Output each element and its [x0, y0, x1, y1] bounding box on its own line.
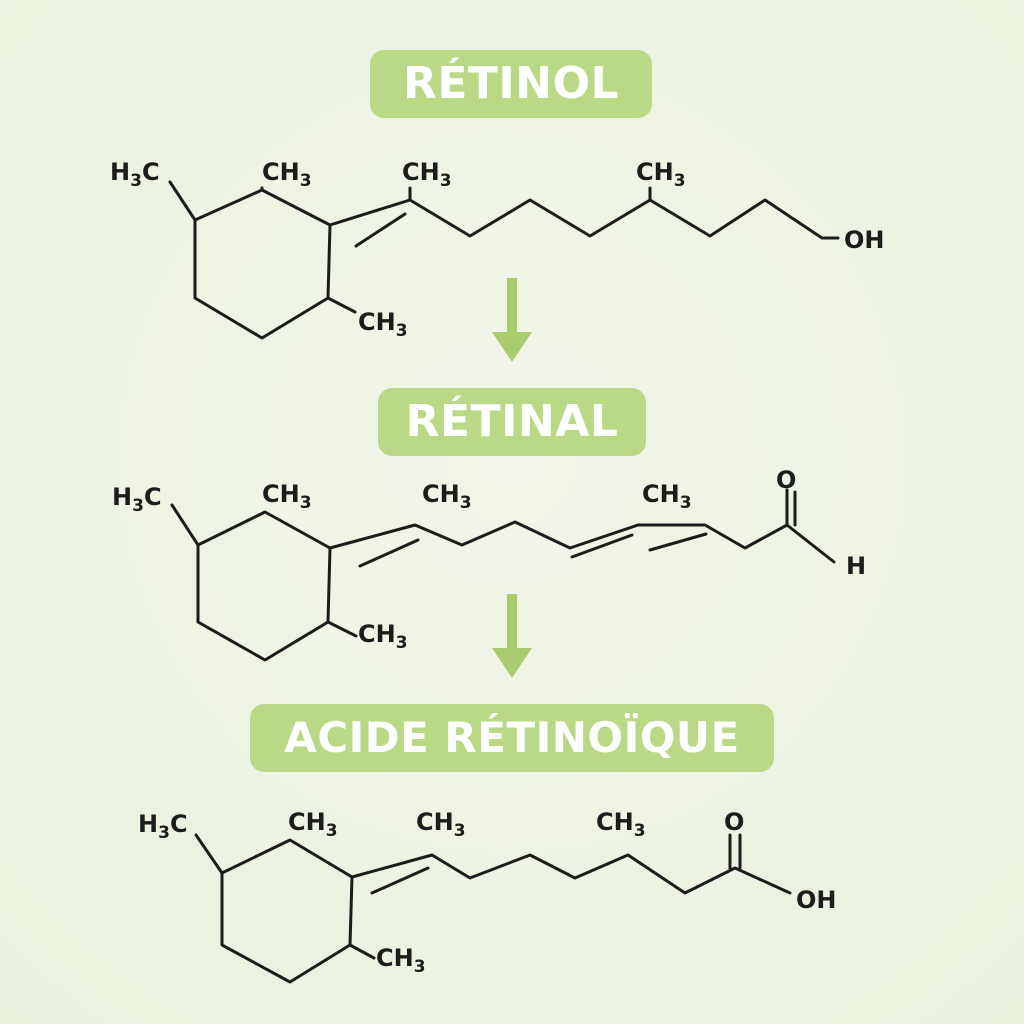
retinoic-ch3-label-chain-2: CH3 — [596, 808, 646, 841]
retinol-ch3-label-ring-bottom: CH3 — [358, 308, 408, 341]
retinol-ch3-label-chain-1: CH3 — [402, 158, 452, 191]
retinoic-acid-structure: H3C CH3 CH3 CH3 CH3 O OH — [138, 808, 837, 984]
retinol-double-bond — [354, 212, 407, 248]
retinal-ch3-label-chain-1: CH3 — [422, 480, 472, 513]
retinoic-chain — [350, 853, 792, 895]
arrow-down-icon — [492, 278, 532, 362]
retinol-chain — [328, 198, 840, 240]
retinol-bond-ch3-bottom — [326, 296, 357, 314]
retinal-chain — [328, 488, 789, 550]
retinoic-o-label: O — [724, 808, 744, 836]
retinal-o-label: O — [776, 466, 796, 494]
retinoic-ch3-label-chain-1: CH3 — [416, 808, 466, 841]
retinoic-ch3-label-ring: CH3 — [288, 808, 338, 841]
title-retinoic-acid: ACIDE RÉTINOÏQUE — [250, 704, 774, 772]
retinal-double-bond-3 — [648, 532, 708, 552]
retinol-ch3-label-chain-2: CH3 — [636, 158, 686, 191]
retinal-double-bond-2 — [570, 533, 634, 559]
retinal-ch3-label-ring: CH3 — [262, 480, 312, 513]
title-retinol: RÉTINOL — [370, 50, 652, 118]
retinoic-ch3-label-ring-bottom: CH3 — [376, 944, 426, 977]
retinal-ring — [196, 510, 332, 662]
retinol-h3c-label: H3C — [110, 158, 160, 191]
retinal-bond-h3c — [170, 503, 200, 547]
retinol-oh-label: OH — [844, 226, 885, 254]
retinal-structure: H3C CH3 CH3 CH3 CH3 O H — [112, 466, 866, 662]
retinal-ch3-label-ring-bottom: CH3 — [358, 620, 408, 653]
retinoic-oh-label: OH — [796, 886, 837, 914]
retinol-ch3-label-ring: CH3 — [262, 158, 312, 191]
retinoic-ring — [220, 838, 354, 984]
retinol-structure: H3C CH3 CH3 CH3 CH3 OH — [110, 158, 885, 341]
retinal-bond-ch3-bottom — [326, 620, 358, 638]
retinoic-h3c-label: H3C — [138, 810, 188, 843]
title-retinal: RÉTINAL — [378, 388, 646, 456]
retinoic-bond-ch3-bottom — [348, 943, 376, 960]
retinoic-double-bond — [370, 866, 430, 895]
retinal-h-label: H — [846, 552, 866, 580]
retinal-double-bond-1 — [358, 538, 420, 568]
retinal-h3c-label: H3C — [112, 483, 162, 516]
retinol-ring — [193, 188, 332, 340]
retinoic-bond-h3c — [194, 833, 224, 875]
arrow-down-icon — [492, 594, 532, 678]
retinol-bond-h3c — [168, 180, 197, 222]
retinal-ch-bond — [785, 523, 836, 564]
retinal-ch3-label-chain-2: CH3 — [642, 480, 692, 513]
